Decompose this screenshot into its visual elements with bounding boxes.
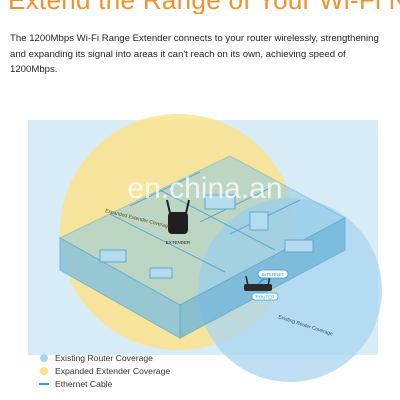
watermark: en.china.an xyxy=(127,172,282,205)
description: The 1200Mbps Wi-Fi Range Extender connec… xyxy=(10,33,379,75)
legend: Existing Router Coverage Expanded Extend… xyxy=(39,352,170,391)
router-label: ROUTER xyxy=(256,295,276,300)
legend-label: Ethernet Cable xyxy=(55,379,113,389)
legend-item-router: Existing Router Coverage xyxy=(40,352,170,364)
ethernet-cable-swatch xyxy=(39,383,49,385)
extender-coverage-swatch xyxy=(40,367,48,375)
coverage-illustration: EXTENDER ROUTER INTERNET Expanded Extend… xyxy=(28,114,382,382)
headline: Extend the Range of Your Wi-Fi Network xyxy=(8,0,400,14)
extender-label: EXTENDER xyxy=(166,240,191,245)
extender-device xyxy=(166,199,190,234)
internet-label: INTERNET xyxy=(262,272,285,277)
legend-item-ethernet: Ethernet Cable xyxy=(39,378,170,390)
legend-label: Existing Router Coverage xyxy=(55,353,153,363)
legend-label: Expanded Extender Coverage xyxy=(55,366,171,376)
router-coverage-swatch xyxy=(40,354,48,362)
legend-item-extender: Expanded Extender Coverage xyxy=(40,365,170,377)
